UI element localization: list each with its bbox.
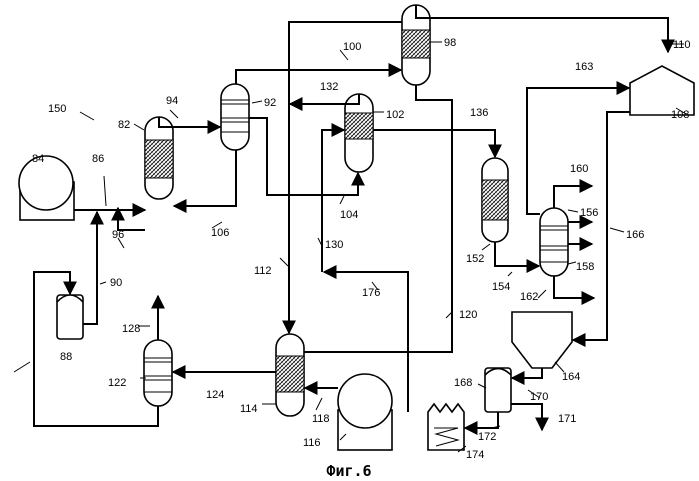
label-86: 86 [92,153,104,165]
label-136: 136 [470,107,488,119]
leader-stub [14,362,30,372]
label-120: 120 [459,309,477,321]
column-82 [145,117,173,199]
label-118: 118 [312,413,330,425]
furnace-174 [428,404,464,450]
label-106: 106 [211,227,229,239]
label-90: 90 [110,277,122,289]
line-106 [174,150,236,206]
label-150: 150 [48,103,66,115]
line-154 [495,242,539,266]
label-176: 176 [362,287,380,299]
column-114 [276,334,304,416]
vessel-88 [57,295,83,339]
line-172 [465,412,498,428]
label-112: 112 [254,265,272,277]
line-171 [511,404,542,430]
column-156 [540,208,568,276]
label-163: 163 [575,61,593,73]
line-90 [83,212,97,324]
line-163 [527,88,629,214]
label-92: 92 [264,97,276,109]
label-114: 114 [240,403,258,415]
label-94: 94 [166,95,178,107]
vessel-84-sphere [19,156,74,220]
label-96: 96 [112,229,124,241]
label-174: 174 [466,449,484,461]
label-98: 98 [444,37,456,49]
label-158: 158 [576,261,594,273]
label-122: 122 [108,377,126,389]
label-130: 130 [325,239,343,251]
label-132: 132 [320,81,338,93]
label-110: 110 [673,39,691,51]
line-136 [373,130,495,157]
label-154: 154 [492,281,510,293]
label-104: 104 [340,209,358,221]
column-92 [221,84,249,150]
vessel-108 [630,66,694,115]
line-120 [304,85,452,352]
label-102: 102 [386,109,404,121]
line-162 [554,276,594,298]
label-162: 162 [520,291,538,303]
label-156: 156 [580,207,598,219]
vessel-168 [485,368,511,412]
line-112 [289,22,402,333]
label-116: 116 [303,437,321,449]
label-172: 172 [478,431,496,443]
label-82: 82 [118,119,130,131]
column-152 [482,158,508,242]
label-100: 100 [343,41,361,53]
vessel-164 [512,312,572,368]
label-164: 164 [562,371,580,383]
label-128: 128 [122,323,140,335]
label-166: 166 [626,229,644,241]
line-100 [236,70,401,84]
line-170 [512,368,542,378]
line-160 [554,186,592,208]
label-152: 152 [466,253,484,265]
label-168: 168 [454,377,472,389]
vessel-116-sphere [338,374,392,450]
line-166 [573,112,630,340]
label-88: 88 [60,351,72,363]
figure-caption: Фиг.6 [326,462,371,480]
label-171: 171 [558,413,576,425]
label-84: 84 [32,153,44,165]
label-124: 124 [206,389,224,401]
label-108: 108 [671,109,689,121]
column-122 [144,340,172,406]
line-96 [118,208,145,230]
label-170: 170 [530,391,548,403]
label-160: 160 [570,163,588,175]
column-102 [345,94,373,172]
